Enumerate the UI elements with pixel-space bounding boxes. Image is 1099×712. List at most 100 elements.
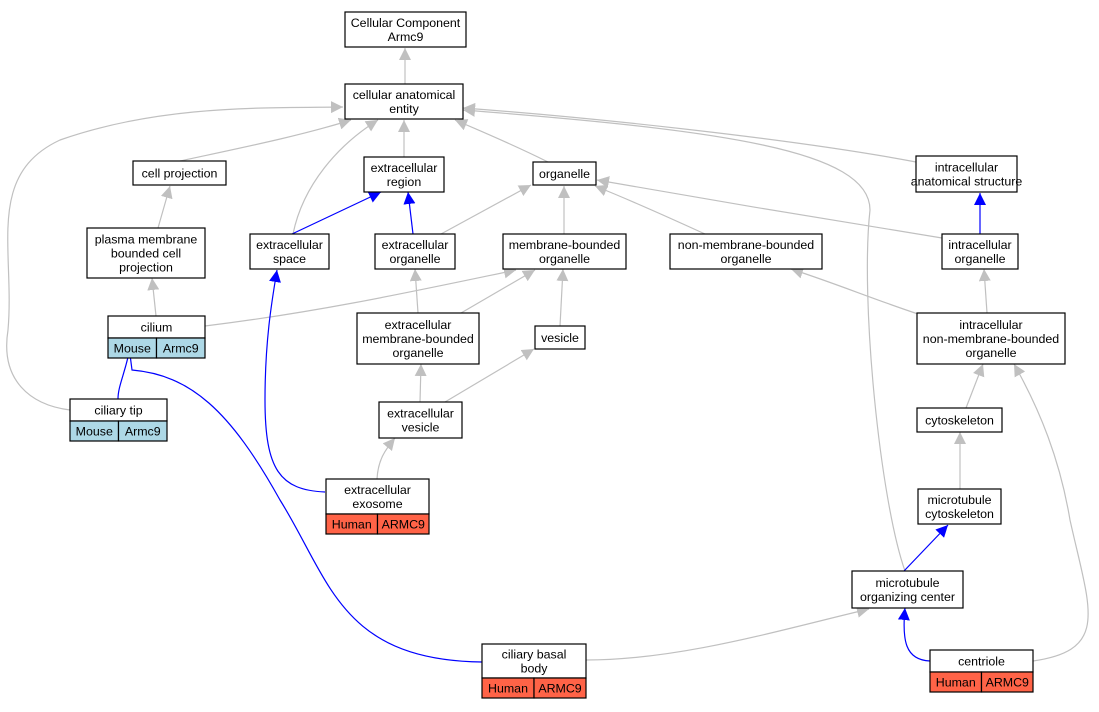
node-label-line: organizing center (860, 590, 955, 604)
node-label-line: microtubule (927, 493, 991, 507)
edge-eo-to-er (403, 191, 416, 235)
species-tag-label: Armc9 (163, 341, 199, 355)
node-box (941, 233, 1019, 270)
node-box (916, 312, 1066, 365)
edge-moc-to-cae (462, 104, 906, 572)
node-org[interactable]: organelle (532, 161, 597, 186)
node-box (915, 155, 1018, 193)
node-label-line: extracellular (371, 161, 438, 175)
node-label-line: organelle (539, 167, 590, 181)
edge-cil-to-mbo (204, 266, 517, 327)
edge-moc-to-mtc (903, 524, 949, 572)
node-box (356, 312, 480, 365)
node-box (669, 233, 823, 270)
species-tag-mouse (117, 420, 168, 442)
node-box (502, 233, 627, 270)
edge-exo-to-es (264, 269, 326, 493)
edge-cbb-to-cil (123, 338, 483, 663)
node-cp[interactable]: cell projection (132, 160, 227, 186)
edge-ves-to-mbo (556, 268, 569, 327)
node-label-line: plasma membrane (95, 232, 198, 246)
edge-cp-to-cae (179, 117, 352, 162)
node-label-line: extracellular (382, 238, 449, 252)
node-label-line: cytoskeleton (925, 413, 994, 427)
species-tag-label: Mouse (76, 424, 113, 438)
node-box (378, 401, 463, 439)
node-label-line: intracellular (959, 318, 1022, 332)
node-label-line: anatomical structure (911, 174, 1023, 188)
node-label-line: extracellular (387, 406, 454, 420)
edge-cil-to-pmbcp (147, 277, 160, 317)
edge-cbb-to-moc (585, 605, 870, 661)
species-tag-human (980, 671, 1034, 693)
node-label-line: vesicle (402, 420, 440, 434)
edge-ev-to-embo (414, 363, 427, 403)
node-label-line: space (273, 252, 306, 266)
node-label-line: membrane-bounded (362, 332, 474, 346)
node-label-line: vesicle (541, 331, 579, 345)
species-tag-label: ARMC9 (382, 517, 425, 531)
species-tag-label: ARMC9 (538, 681, 581, 695)
node-label-line: non-membrane-bounded (678, 238, 814, 252)
edge-es-to-cae (292, 119, 379, 235)
node-box (534, 325, 586, 350)
species-tag-human (533, 677, 587, 699)
node-ves[interactable]: vesicle (534, 325, 586, 350)
node-label-line: organelle (955, 252, 1006, 266)
node-cyto[interactable]: cytoskeleton (916, 407, 1003, 433)
edge-inmbo-to-nmbo (790, 267, 919, 315)
species-tag-label: ARMC9 (986, 675, 1029, 689)
node-label-line: cytoskeleton (925, 507, 994, 521)
species-tag-label: Armc9 (125, 424, 161, 438)
node-label-line: bounded cell (111, 246, 181, 260)
node-inmbo[interactable]: intracellularnon-membrane-boundedorganel… (916, 312, 1066, 365)
node-label-line: projection (119, 260, 173, 274)
edges-layer (6, 48, 1089, 663)
node-label-line: cell projection (142, 166, 218, 180)
node-label-line: ciliary tip (94, 403, 142, 417)
node-label-line: intracellular (935, 160, 998, 174)
species-tag-mouse (155, 337, 206, 359)
edge-embo-to-eo (409, 268, 422, 314)
edge-embo-to-mbo (460, 269, 536, 314)
species-tag-label: Mouse (114, 341, 151, 355)
edge-inmbo-to-io (978, 268, 991, 314)
edge-cyto-to-inmbo (965, 363, 985, 409)
edge-org-to-cae (454, 119, 549, 163)
edge-exo-to-ev (376, 437, 396, 480)
node-label-line: non-membrane-bounded (923, 332, 1059, 346)
node-box (532, 161, 597, 186)
node-label-line: entity (389, 102, 419, 116)
node-label-line: organelle (390, 252, 441, 266)
node-box (917, 488, 1002, 525)
node-label-line: extracellular (256, 238, 323, 252)
edge-io-to-org (596, 176, 943, 239)
node-box (916, 407, 1003, 433)
node-box (249, 233, 330, 270)
node-box (344, 11, 467, 48)
node-box (325, 478, 430, 515)
node-box (851, 570, 964, 609)
node-label-line: ciliary basal (502, 647, 567, 661)
